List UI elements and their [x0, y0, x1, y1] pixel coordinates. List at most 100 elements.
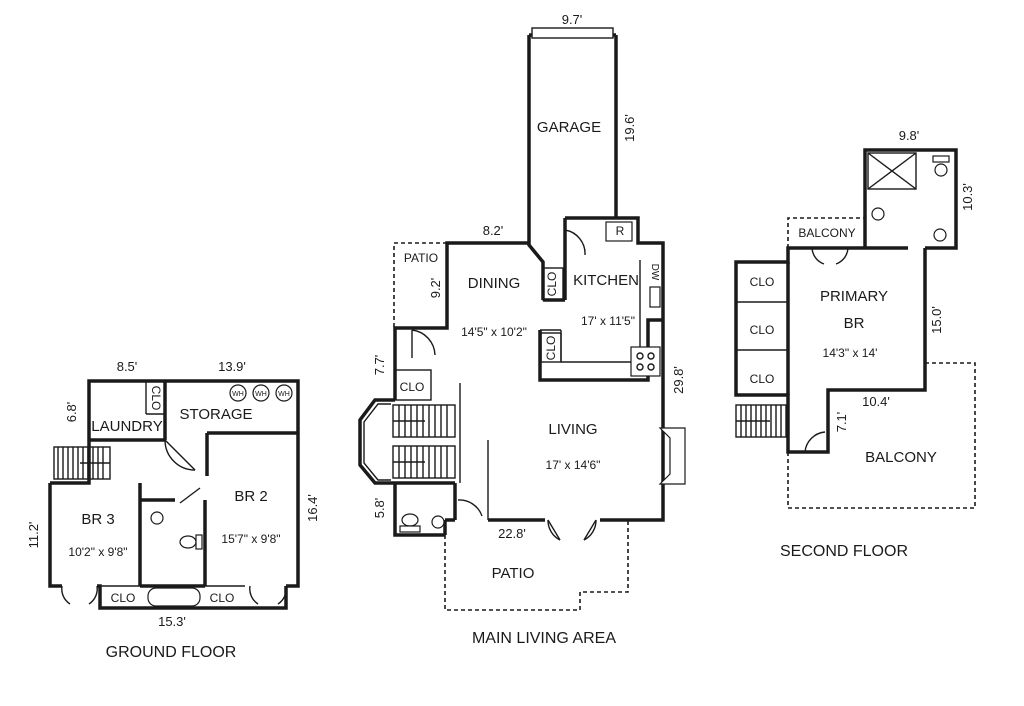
patio-top-outline: [393, 242, 447, 328]
stove-icon: [630, 346, 661, 377]
room-label-storage: STORAGE: [179, 406, 252, 423]
patio-bottom-outline: [444, 520, 629, 611]
water-heater-icon: [252, 384, 270, 402]
bay-window: [358, 398, 395, 485]
room-label-laundry: LAUNDRY: [91, 418, 162, 435]
water-heater-icon: [275, 384, 293, 402]
room-size-br2: 15'7" x 9'8": [221, 532, 280, 546]
closet-label: CLO: [210, 591, 235, 605]
door-swing: [61, 585, 98, 605]
closet: [542, 267, 564, 301]
second-floor-title: SECOND FLOOR: [780, 543, 908, 560]
toilet-tank: [932, 155, 950, 163]
dimension-label: 10.3': [960, 183, 975, 211]
room-label-br3: BR 3: [81, 511, 114, 528]
closet-label: CLO: [750, 372, 775, 386]
closet-label: CLO: [111, 591, 136, 605]
dimension-label: 9.2': [428, 278, 443, 299]
room-label-living: LIVING: [548, 421, 597, 438]
ground-exterior-wall-bottom: [97, 584, 288, 610]
door-swing: [804, 431, 826, 453]
dimension-label: 5.8': [372, 498, 387, 519]
water-heaters: WH WH WH: [229, 384, 293, 402]
sink-icon: [871, 207, 885, 221]
ground-exterior-wall: [50, 379, 300, 588]
toilet-tank: [399, 525, 421, 533]
water-heater-label: WH: [232, 391, 244, 398]
closet: [540, 332, 562, 363]
dimension-label: 9.7': [562, 12, 583, 27]
door-swing: [811, 247, 849, 265]
dimension-label: 7.7': [372, 355, 387, 376]
water-heater-label: WH: [278, 391, 290, 398]
garage-door: [531, 27, 614, 39]
room-size-br3: 10'2" x 9'8": [68, 545, 127, 559]
room-label-kitchen: KITCHEN: [573, 272, 639, 289]
ground-floor-plan: WH WH WH 8.5' 13.9' 6.8' 11.2' 16.4' 15.…: [26, 359, 320, 661]
room-label-br2: BR 2: [234, 488, 267, 505]
dimension-label: 10.4': [862, 394, 890, 409]
dimension-label: 15.3': [158, 614, 186, 629]
kitchen-sink-icon: [649, 286, 661, 308]
door-swing: [547, 519, 597, 541]
dimension-label: 29.8': [671, 366, 686, 394]
fireplace-icon: [658, 427, 686, 485]
toilet-icon: [934, 163, 948, 177]
closet-label: CLO: [545, 272, 559, 297]
room-label-dining: DINING: [468, 275, 521, 292]
second-floor-plan: 9.8' 10.3' 15.0' 10.4' 7.1' BALCONY PRIM…: [734, 128, 976, 560]
ground-exterior-wall-left: [48, 483, 62, 588]
door-swing: [164, 439, 196, 471]
water-heater-icon: [229, 384, 247, 402]
closet-label: CLO: [750, 323, 775, 337]
room-size-living: 17' x 14'6": [546, 458, 601, 472]
sink-icon: [933, 228, 947, 242]
dimension-label: 7.1': [834, 412, 849, 433]
toilet-icon: [401, 513, 419, 527]
kitchen-counter: [538, 318, 663, 382]
room-size-kitchen: 17' x 11'5": [581, 314, 635, 328]
toilet-tank: [195, 534, 203, 550]
closet-label: CLO: [400, 380, 425, 394]
dimension-label: 11.2': [26, 522, 41, 549]
balcony-outline: [787, 362, 976, 509]
door-swing: [457, 499, 483, 517]
bathtub: [147, 587, 201, 607]
room-label-balcony-small: BALCONY: [798, 226, 855, 240]
second-stairs: [735, 404, 787, 438]
toilet-icon: [179, 535, 197, 549]
dimension-label: 8.5': [117, 359, 138, 374]
room-label-patio: PATIO: [404, 251, 438, 265]
closet-label: CLO: [544, 336, 558, 361]
room-label-primary: PRIMARY: [820, 288, 888, 305]
closet: [394, 369, 432, 401]
room-label-garage: GARAGE: [537, 119, 601, 136]
room-label-balcony: BALCONY: [865, 449, 937, 466]
dimension-label: 9.8': [899, 128, 920, 143]
dimension-label: 19.6': [622, 114, 637, 142]
door-swing: [249, 585, 287, 605]
door-swing: [411, 329, 436, 356]
main-stairs: [392, 404, 456, 479]
dimension-label: 16.4': [305, 494, 320, 522]
shower-icon: [867, 152, 917, 190]
dimension-label: 13.9': [218, 359, 246, 374]
closet-label: CLO: [149, 386, 163, 411]
room-size-dining: 14'5" x 10'2": [461, 325, 527, 339]
sink-icon: [431, 515, 445, 529]
sink-icon: [150, 511, 164, 525]
refrigerator-icon: [605, 221, 633, 242]
closet-label: CLO: [750, 275, 775, 289]
door-swing: [564, 229, 586, 256]
main-floor-plan: 9.7' 19.6' 8.2' 9.2' 7.7' 29.8' 5.8' 22.…: [358, 12, 686, 647]
ground-floor-title: GROUND FLOOR: [106, 644, 237, 661]
dimension-label: 15.0': [929, 306, 944, 334]
main-exterior-wall-bottom-left: [393, 483, 445, 537]
room-label-patio: PATIO: [492, 565, 535, 582]
garage-left-wall: [527, 35, 545, 300]
dimension-label: 6.8': [64, 402, 79, 423]
dimension-label: 22.8': [498, 526, 526, 541]
refrigerator-label: R: [616, 224, 625, 238]
main-exterior-wall-right: [565, 216, 665, 522]
